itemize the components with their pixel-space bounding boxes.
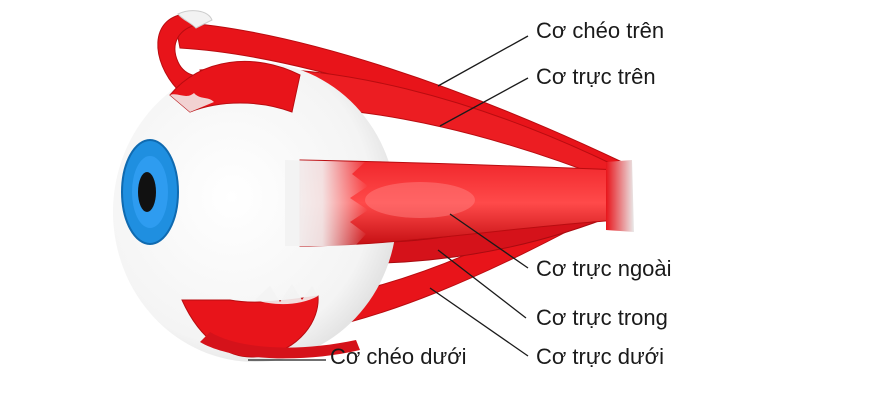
leader-superior-oblique bbox=[437, 35, 529, 87]
leader-superior-rectus bbox=[439, 77, 529, 127]
label-inferior-rectus: Cơ trực dưới bbox=[536, 344, 664, 369]
trochlea bbox=[177, 10, 213, 29]
eyeball bbox=[113, 62, 397, 362]
lateral-rectus-highlight bbox=[365, 182, 475, 218]
lateral-rectus-tendon bbox=[285, 160, 368, 246]
label-inferior-oblique: Cơ chéo dưới bbox=[330, 344, 467, 369]
label-lateral-rectus: Cơ trực ngoài bbox=[536, 256, 672, 281]
annulus-of-zinn bbox=[606, 160, 634, 232]
label-superior-oblique: Cơ chéo trên bbox=[536, 18, 664, 43]
pupil bbox=[138, 172, 156, 212]
inferior-oblique-tendon bbox=[255, 284, 318, 305]
inferior-oblique-lower-band bbox=[200, 332, 360, 359]
leader-inferior-rectus bbox=[429, 287, 529, 357]
superior-rectus-tendon bbox=[170, 93, 214, 112]
leader-lateral-rectus bbox=[449, 213, 529, 269]
leader-lines bbox=[248, 35, 529, 361]
label-superior-rectus: Cơ trực trên bbox=[536, 64, 656, 89]
leader-medial-rectus bbox=[437, 249, 527, 319]
label-medial-rectus: Cơ trực trong bbox=[536, 305, 668, 330]
